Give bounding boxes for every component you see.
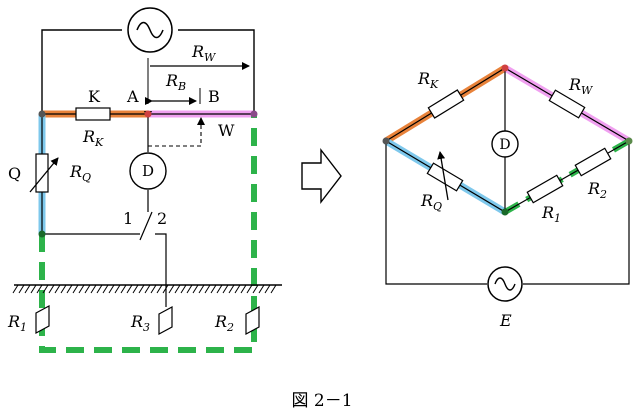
label-rq-right: RQ	[420, 191, 442, 213]
node-a	[144, 110, 152, 118]
label-r1-right: R1	[541, 203, 561, 225]
node-right-bottom	[501, 208, 509, 216]
label-a: A	[126, 87, 139, 106]
right-bridge	[382, 64, 633, 302]
node-left-top	[38, 110, 46, 118]
resistor-k-left	[75, 107, 111, 121]
detector-left	[129, 152, 167, 190]
ground-line	[12, 284, 282, 294]
resistor-r1-right	[526, 174, 564, 204]
variable-arrow-q-left	[29, 157, 59, 193]
node-right-left	[382, 137, 390, 145]
label-rb: RB	[165, 71, 186, 93]
label-detector-right: D	[499, 137, 510, 153]
node-right-right	[625, 137, 633, 145]
label-q: Q	[8, 164, 21, 183]
label-rk-left: RK	[82, 127, 104, 149]
resistor-rk-right	[427, 89, 465, 119]
label-rw-left: RW	[191, 42, 217, 64]
left-circuit	[12, 7, 282, 353]
switch-to-r3-wire	[155, 233, 167, 307]
resistor-rq-right	[426, 162, 464, 192]
label-r2-left: R2	[214, 312, 234, 334]
resistor-r2-right	[574, 147, 612, 177]
node-w	[250, 110, 258, 118]
sine-icon-right	[494, 277, 516, 291]
earth-electrode-r3	[158, 305, 173, 336]
earth-electrode-r1	[35, 304, 50, 335]
label-r2-right: R2	[587, 179, 607, 201]
label-k: K	[88, 87, 101, 106]
resistor-rw-right	[548, 89, 586, 119]
label-switch-2: 2	[157, 209, 167, 228]
switch-blade	[139, 211, 153, 241]
earth-electrode-r2	[245, 305, 260, 336]
label-w: W	[218, 121, 235, 140]
sine-icon-left	[136, 21, 164, 39]
node-right-top	[501, 64, 509, 72]
label-switch-1: 1	[123, 209, 133, 228]
top-wire-left	[41, 29, 255, 114]
source-wire-right	[385, 141, 630, 285]
node-left-mid	[38, 230, 46, 238]
label-rw-right: RW	[568, 75, 594, 97]
label-r3: R3	[130, 312, 150, 334]
green-dashed-path-left	[39, 114, 257, 353]
label-e: E	[499, 311, 512, 330]
transform-arrow-icon	[301, 147, 342, 205]
label-b: B	[208, 87, 220, 106]
label-rk-right: RK	[417, 69, 439, 91]
figure-caption: 図 2－1	[291, 391, 352, 411]
variable-arrow-q-right	[437, 151, 449, 201]
label-r1-left: R1	[7, 312, 27, 334]
resistor-q-left	[35, 153, 49, 193]
label-rq-left: RQ	[69, 162, 91, 184]
label-detector-left: D	[142, 162, 154, 180]
detector-dashed-wire	[148, 117, 205, 147]
detector-right	[491, 130, 519, 158]
